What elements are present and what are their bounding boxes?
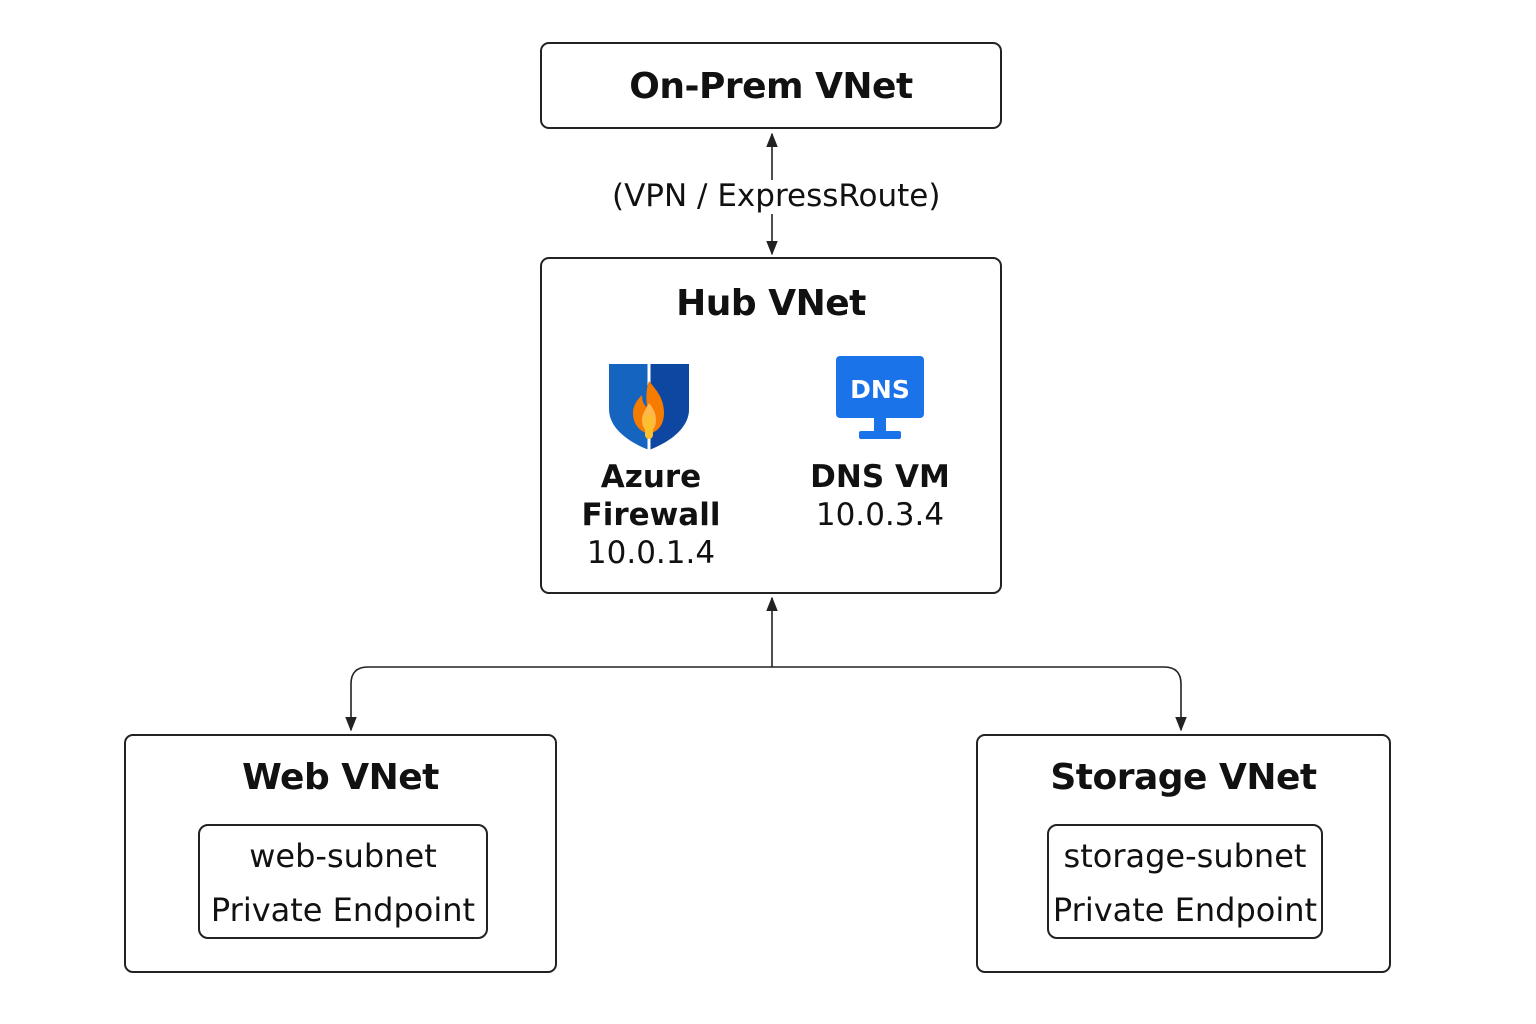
storage-vnet-title: Storage VNet	[1050, 757, 1317, 798]
vpn-expressroute-label: (VPN / ExpressRoute)	[612, 178, 941, 214]
web-peering-connector	[345, 666, 772, 732]
firewall-name-line1: Azure	[600, 459, 702, 495]
web-subnet-box: web-subnet Private Endpoint	[198, 824, 488, 939]
firewall-shield-icon	[609, 364, 689, 450]
web-subnet-name: web-subnet	[249, 837, 437, 875]
azure-firewall-label: Azure Firewall 10.0.1.4	[562, 458, 740, 572]
storage-private-endpoint: Private Endpoint	[1052, 891, 1318, 929]
storage-subnet-box: storage-subnet Private Endpoint	[1047, 824, 1323, 939]
dns-vm-name: DNS VM	[810, 459, 950, 495]
web-vnet-box: Web VNet web-subnet Private Endpoint	[124, 734, 557, 973]
storage-peering-connector	[772, 666, 1187, 732]
storage-vnet-box: Storage VNet storage-subnet Private Endp…	[976, 734, 1391, 973]
dns-icon-text: DNS	[850, 375, 910, 404]
dns-vm-label: DNS VM 10.0.3.4	[790, 458, 970, 534]
hub-vnet-title: Hub VNet	[676, 283, 866, 324]
web-private-endpoint: Private Endpoint	[210, 891, 476, 929]
onprem-vnet-title: On-Prem VNet	[629, 66, 913, 107]
dns-vm-ip: 10.0.3.4	[815, 497, 945, 533]
firewall-ip: 10.0.1.4	[586, 535, 716, 571]
dns-monitor-icon: DNS	[836, 356, 924, 439]
onprem-vnet-box: On-Prem VNet	[540, 42, 1002, 129]
hub-vnet-box: Hub VNet DNS Azure Firewall 10.0.1.4 DNS…	[540, 257, 1002, 594]
web-vnet-title: Web VNet	[242, 757, 439, 798]
storage-subnet-name: storage-subnet	[1063, 837, 1307, 875]
firewall-name-line2: Firewall	[581, 497, 721, 533]
